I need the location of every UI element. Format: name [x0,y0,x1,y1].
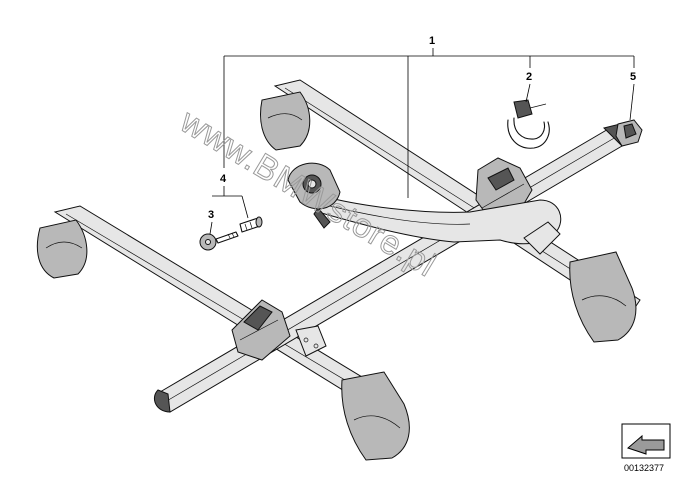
callout-numbers: 1 2 5 4 3 [208,35,636,221]
wheel-holder-front [231,299,327,361]
callout-5: 5 [630,71,636,83]
callout-4: 4 [220,173,227,185]
diagram-id: 00132377 [624,463,664,473]
callout-2: 2 [526,71,532,83]
lock-key [199,231,239,251]
lock-cylinder [239,216,263,233]
frame-strap [507,99,550,149]
leader-lines [209,48,635,235]
rail-end-cap [615,119,643,147]
callout-3: 3 [208,209,214,221]
front-roof-crossbar [36,205,410,461]
next-page-arrow-icon [627,434,665,455]
frame-holder-arm [287,162,562,255]
rear-roof-crossbar [260,79,641,343]
diagram-id-block: 00132377 [621,423,671,473]
callout-1: 1 [429,35,435,47]
